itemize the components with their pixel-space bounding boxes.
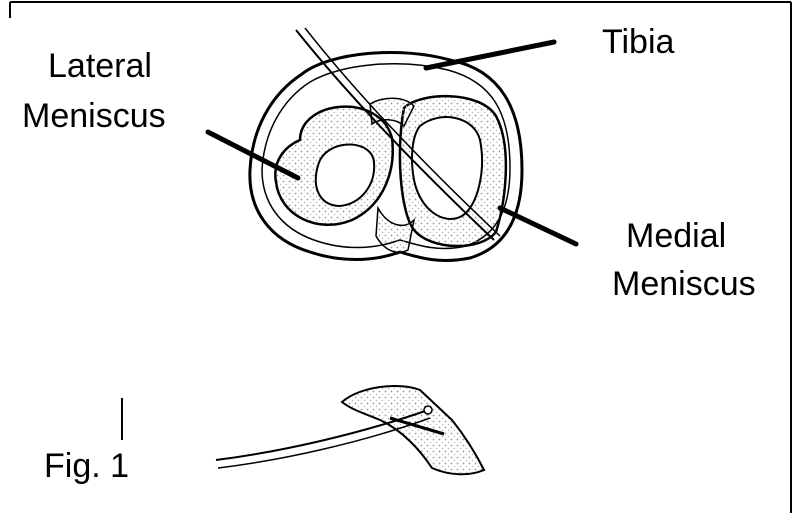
medial-meniscus-shape [400, 96, 506, 246]
tibia-leader-line [426, 42, 554, 68]
figure-caption: Fig. 1 [44, 446, 129, 486]
medial-meniscus-label-line2: Meniscus [612, 264, 756, 304]
tibia-label: Tibia [602, 22, 674, 62]
lateral-meniscus-label-line1: Lateral [48, 46, 152, 86]
lateral-meniscus-shape [275, 107, 392, 225]
medial-meniscus-label-line1: Medial [626, 216, 726, 256]
inset-meniscus-detail [216, 386, 484, 474]
lateral-meniscus-label-line2: Meniscus [22, 96, 166, 136]
